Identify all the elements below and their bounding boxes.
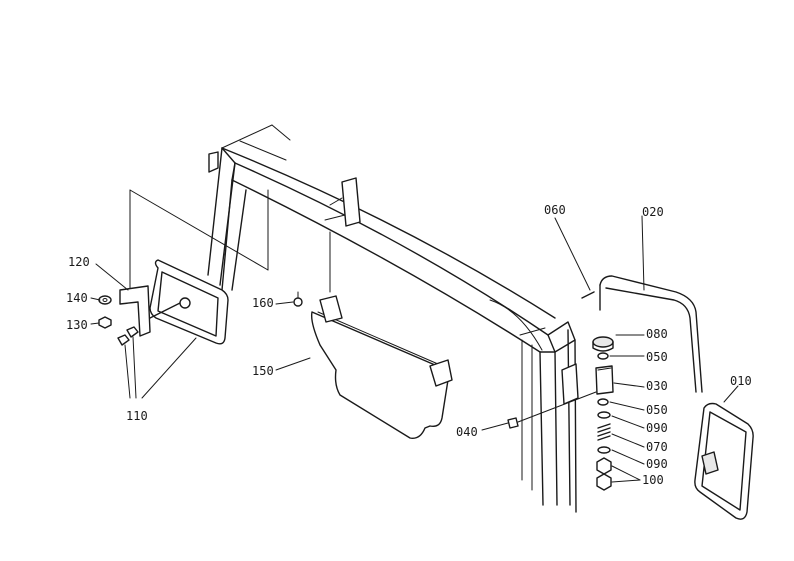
callout-060: 060 [544, 203, 566, 217]
callout-050-upper: 050 [646, 350, 668, 364]
callout-140: 140 [66, 291, 88, 305]
callout-050-lower: 050 [646, 403, 668, 417]
callout-150: 150 [252, 364, 274, 378]
callout-labels: 010 020 030 040 050 050 060 070 080 090 … [66, 203, 752, 487]
callout-010: 010 [730, 374, 752, 388]
callout-110: 110 [126, 409, 148, 423]
callout-040: 040 [456, 425, 478, 439]
right-mirror-assembly [507, 275, 754, 520]
callout-100: 100 [642, 473, 664, 487]
callout-130: 130 [66, 318, 88, 332]
callout-120: 120 [68, 255, 90, 269]
left-mirror-assembly [98, 189, 269, 346]
callout-160: 160 [252, 296, 274, 310]
callout-090-upper: 090 [646, 421, 668, 435]
callout-030: 030 [646, 379, 668, 393]
callout-090-lower: 090 [646, 457, 668, 471]
callout-080: 080 [646, 327, 668, 341]
callout-020: 020 [642, 205, 664, 219]
sun-visor-assembly [293, 291, 453, 439]
cabin-frame [207, 124, 577, 513]
callout-070: 070 [646, 440, 668, 454]
leader-lines [90, 215, 739, 483]
